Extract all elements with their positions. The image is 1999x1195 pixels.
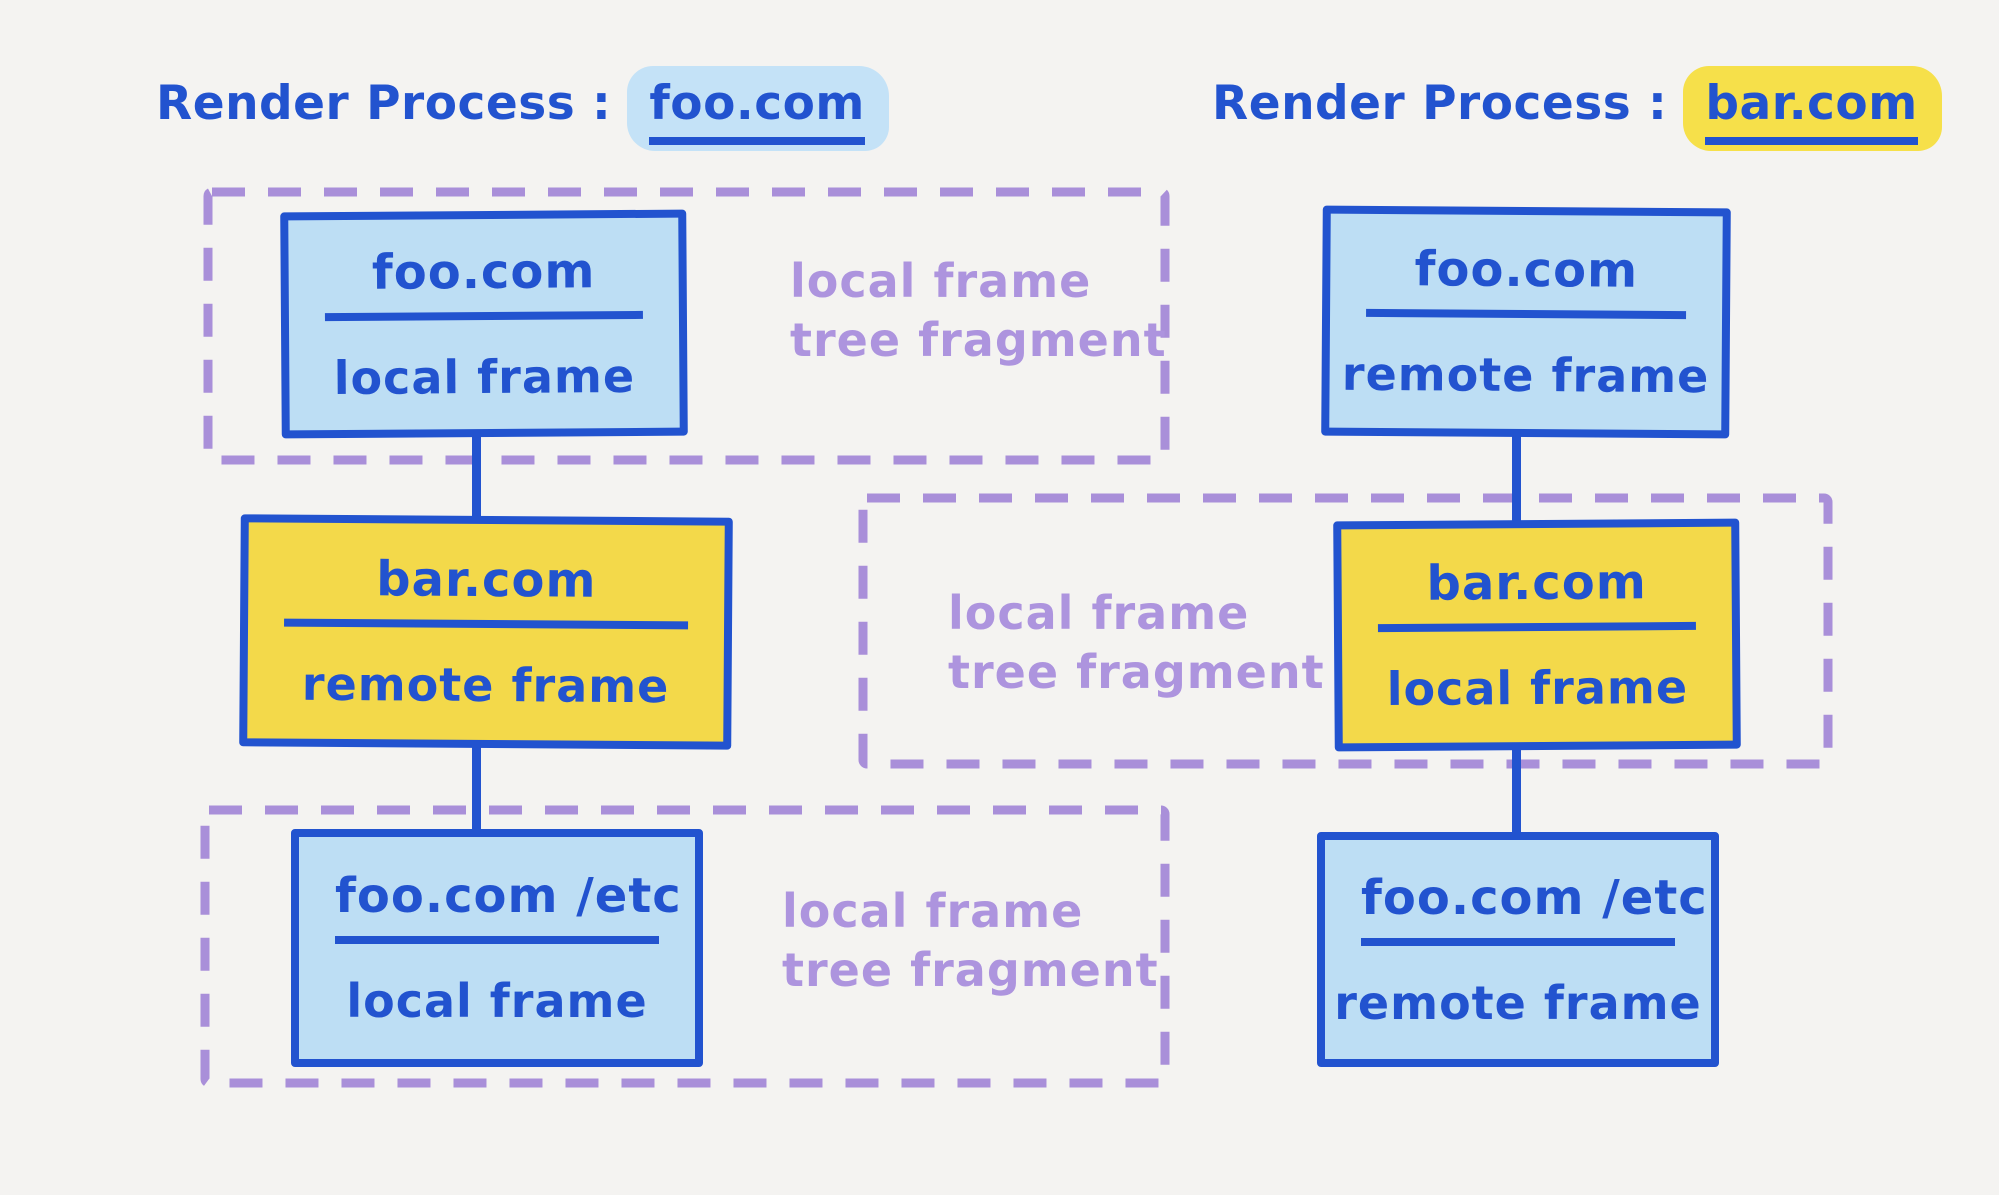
node-domain: foo.com — [324, 242, 643, 322]
fragment-label-right: local frame tree fragment — [948, 584, 1325, 702]
bar-com-highlight: bar.com — [1683, 66, 1942, 151]
bar-com-title-domain: bar.com — [1705, 76, 1918, 145]
connector-foo-to-bar-right — [1512, 430, 1521, 528]
node-frame-type: local frame — [333, 348, 636, 406]
node-domain: bar.com — [1377, 553, 1696, 633]
node-frame-type: local frame — [346, 974, 648, 1028]
node-foo-com-local-frame: foo.com local frame — [280, 209, 688, 439]
node-domain: bar.com — [284, 550, 689, 630]
fragment-label-line: tree fragment — [948, 644, 1325, 699]
fragment-label-line: tree fragment — [782, 942, 1159, 997]
node-frame-type: remote frame — [1341, 346, 1710, 404]
render-process-title-prefix: Render Process : — [1212, 76, 1668, 131]
foo-com-title-domain: foo.com — [649, 76, 865, 145]
fragment-label-line: local frame — [782, 884, 1084, 938]
local-frame-tree-fragment-box-bottom-left — [200, 805, 1170, 1088]
node-foo-com-etc-local-frame: foo.com /etc local frame — [291, 829, 703, 1067]
foo-com-highlight: foo.com — [627, 66, 889, 151]
local-frame-tree-fragment-box-right — [858, 493, 1833, 769]
node-frame-type: remote frame — [301, 656, 670, 714]
node-foo-com-etc-remote-frame: foo.com /etc remote frame — [1317, 832, 1719, 1067]
fragment-label-bottom-left: local frame tree fragment — [782, 882, 1159, 1000]
fragment-label-line: local frame — [790, 254, 1092, 308]
node-bar-com-remote-frame: bar.com remote frame — [239, 514, 733, 750]
node-frame-type: local frame — [1386, 659, 1689, 717]
connector-bar-to-etc-left — [472, 740, 481, 838]
node-domain: foo.com /etc — [1361, 870, 1707, 946]
node-bar-com-local-frame: bar.com local frame — [1333, 518, 1741, 752]
node-domain: foo.com — [1366, 240, 1687, 320]
connector-bar-to-etc-right — [1512, 742, 1521, 840]
node-foo-com-remote-frame: foo.com remote frame — [1321, 205, 1731, 439]
node-domain: foo.com /etc — [335, 868, 681, 944]
local-frame-tree-fragment-box-top-left — [203, 187, 1170, 465]
render-process-title-bar: Render Process : bar.com — [1212, 66, 1942, 151]
fragment-label-line: local frame — [948, 586, 1250, 640]
render-process-title-prefix: Render Process : — [156, 76, 612, 131]
connector-foo-to-bar-left — [472, 430, 481, 524]
fragment-label-top-left: local frame tree fragment — [790, 252, 1167, 370]
render-process-title-foo: Render Process : foo.com — [156, 66, 889, 151]
fragment-label-line: tree fragment — [790, 312, 1167, 367]
node-frame-type: remote frame — [1334, 975, 1702, 1030]
